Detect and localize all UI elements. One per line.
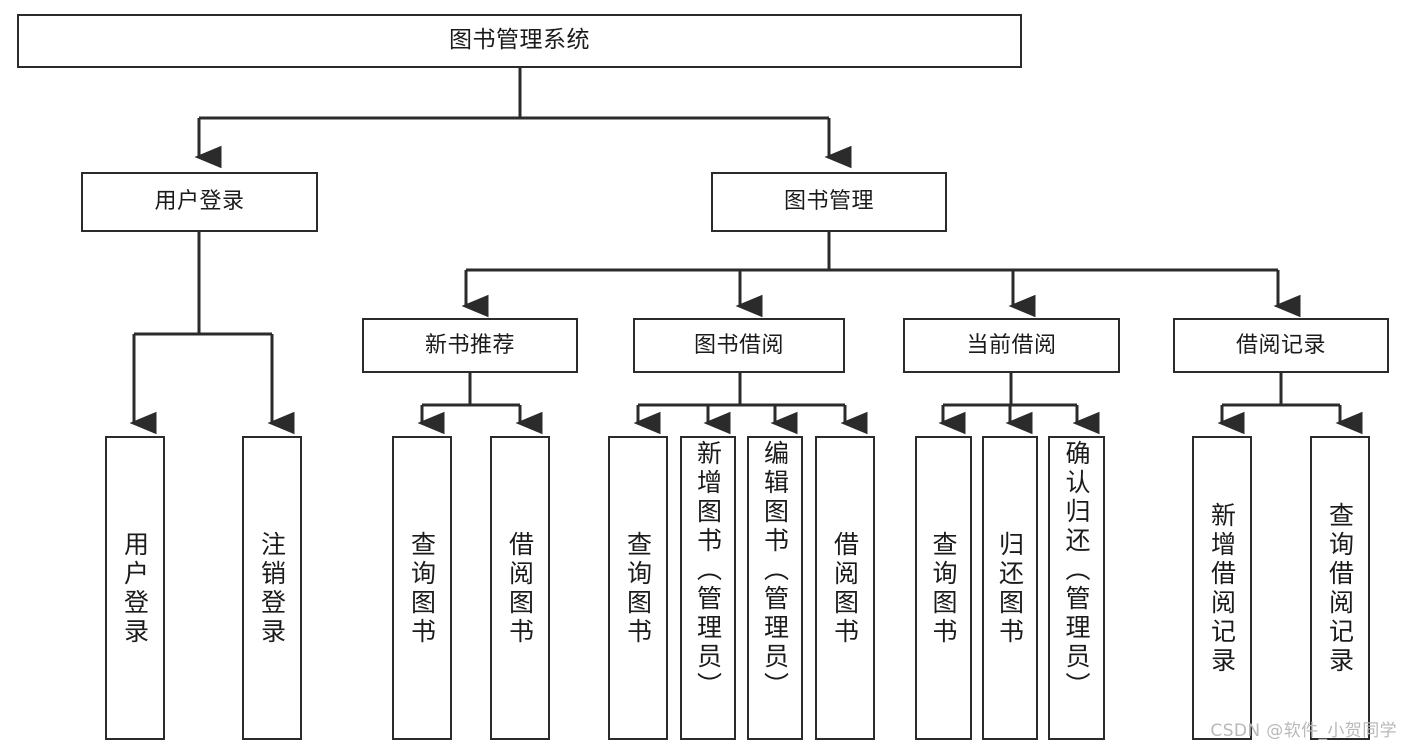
node-leaf-query-book-3-label: 查询图书 [929, 531, 958, 647]
node-leaf-edit-book[interactable]: 编辑图书（管理员） [747, 436, 803, 740]
node-leaf-return-book-label: 归还图书 [995, 531, 1025, 647]
node-root-system[interactable]: 图书管理系统 [17, 14, 1022, 68]
node-leaf-query-book-2-label: 查询图书 [623, 531, 653, 647]
node-new-book-recommend[interactable]: 新书推荐 [362, 318, 578, 373]
node-leaf-logout-login[interactable]: 注销登录 [242, 436, 302, 740]
node-leaf-query-book-1-label: 查询图书 [407, 531, 437, 647]
node-leaf-add-record-label: 新增借阅记录 [1207, 502, 1237, 676]
node-leaf-return-book[interactable]: 归还图书 [982, 436, 1038, 740]
node-leaf-query-record-label: 查询借阅记录 [1325, 502, 1355, 676]
node-leaf-query-book-3[interactable]: 查询图书 [915, 436, 972, 740]
node-leaf-add-record[interactable]: 新增借阅记录 [1192, 436, 1252, 740]
node-leaf-query-book-1[interactable]: 查询图书 [392, 436, 452, 740]
watermark-text: CSDN @软件_小贺同学 [1210, 721, 1397, 741]
node-leaf-user-login-label: 用户登录 [120, 531, 150, 647]
node-leaf-borrow-book-2-label: 借阅图书 [830, 531, 860, 647]
node-leaf-user-login[interactable]: 用户登录 [105, 436, 165, 740]
node-leaf-confirm-return[interactable]: 确认归还（管理员） [1048, 436, 1105, 740]
node-book-borrow[interactable]: 图书借阅 [633, 318, 845, 373]
node-leaf-logout-login-label: 注销登录 [257, 531, 287, 647]
node-current-borrow[interactable]: 当前借阅 [903, 318, 1120, 373]
node-user-login[interactable]: 用户登录 [81, 172, 318, 232]
node-borrow-record[interactable]: 借阅记录 [1173, 318, 1389, 373]
node-book-manage[interactable]: 图书管理 [711, 172, 947, 232]
node-leaf-confirm-return-label: 确认归还（管理员） [1062, 440, 1091, 701]
node-leaf-query-book-2[interactable]: 查询图书 [608, 436, 668, 740]
node-leaf-query-record[interactable]: 查询借阅记录 [1310, 436, 1370, 740]
node-leaf-borrow-book-1[interactable]: 借阅图书 [490, 436, 550, 740]
node-leaf-edit-book-label: 编辑图书（管理员） [760, 440, 790, 701]
node-leaf-add-book-label: 新增图书（管理员） [693, 440, 723, 701]
node-leaf-borrow-book-1-label: 借阅图书 [505, 531, 535, 647]
node-leaf-add-book[interactable]: 新增图书（管理员） [680, 436, 736, 740]
node-leaf-borrow-book-2[interactable]: 借阅图书 [815, 436, 875, 740]
